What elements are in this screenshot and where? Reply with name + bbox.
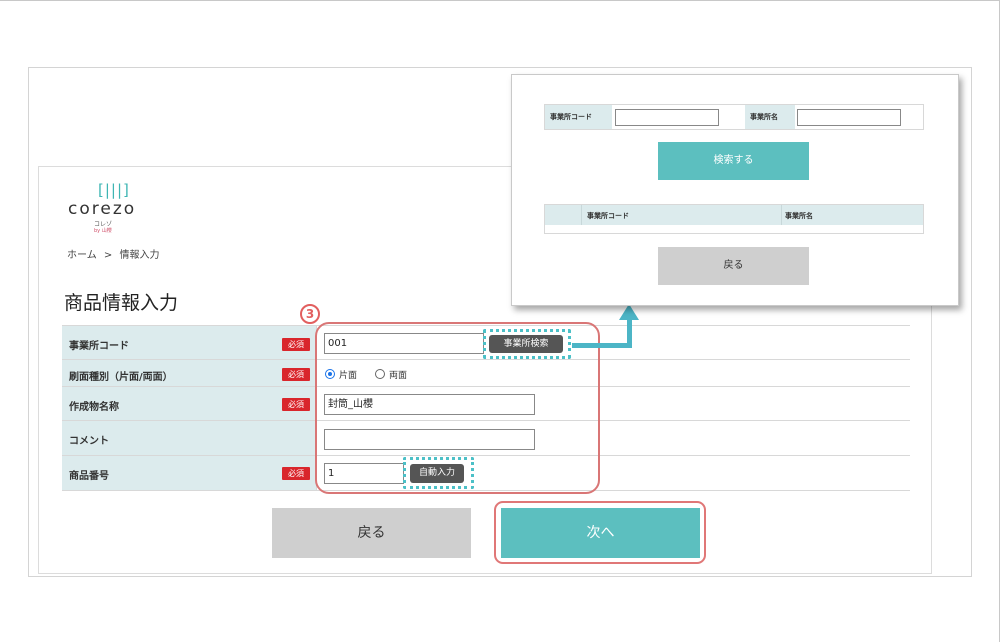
radio-single-side[interactable]: [325, 369, 335, 379]
print-type-label: 刷面種別（片面/両面）: [69, 372, 173, 383]
highlight-input-group: [315, 322, 600, 494]
dialog-office-code-label: 事業所コード: [550, 113, 592, 121]
step-number-badge: 3: [300, 304, 320, 324]
office-code-label: 事業所コード: [69, 341, 129, 352]
highlight-auto-input: [403, 457, 474, 489]
page-title: 商品情報入力: [64, 292, 179, 314]
comment-label: コメント: [69, 436, 109, 447]
radio-single-side-label: 片面: [339, 371, 358, 381]
required-badge: 必須: [282, 398, 310, 411]
form-row-print-type: 刷面種別（片面/両面） 必須 片面 両面: [62, 360, 910, 387]
logo-subtitle: コレゾ: [94, 221, 113, 228]
row-label-cell: [62, 360, 317, 386]
logo-mark-icon: [|||]: [98, 181, 130, 199]
form-row-product-number: 商品番号 必須 1 自動入力: [62, 456, 910, 491]
arrow-connector: [627, 319, 632, 348]
required-badge: 必須: [282, 338, 310, 351]
breadcrumb: ホーム > 情報入力: [67, 246, 163, 261]
row-label-cell: [62, 326, 317, 359]
arrow-up-icon: [619, 304, 639, 320]
office-search-button[interactable]: 事業所検索: [489, 335, 563, 353]
next-button[interactable]: 次へ: [501, 508, 700, 558]
row-label-cell: [62, 421, 317, 455]
dialog-office-name-input[interactable]: [797, 109, 901, 126]
dialog-result-table: 事業所コード 事業所名: [544, 204, 924, 234]
breadcrumb-current: 情報入力: [119, 250, 160, 261]
highlight-office-search: [483, 329, 571, 359]
product-number-label: 商品番号: [69, 471, 109, 482]
dialog-search-row: 事業所コード 事業所名: [544, 104, 924, 130]
highlight-next-button: [494, 501, 706, 564]
product-name-label: 作成物名称: [69, 402, 119, 413]
row-label-cell: [62, 387, 317, 420]
label-cell: [745, 105, 795, 129]
form-row-product-name: 作成物名称 必須 封筒_山櫻: [62, 387, 910, 421]
column-divider: [581, 205, 582, 225]
dialog-back-button[interactable]: 戻る: [658, 247, 809, 285]
label-cell: [545, 105, 612, 129]
required-badge: 必須: [282, 467, 310, 480]
result-col-office-name: 事業所名: [785, 212, 813, 220]
dialog-office-name-label: 事業所名: [750, 113, 778, 121]
dialog-office-code-input[interactable]: [615, 109, 719, 126]
radio-double-side-label: 両面: [389, 371, 408, 381]
form-row-office-code: 事業所コード 必須 001 事業所検索: [62, 325, 910, 360]
logo-by: by 山櫻: [94, 228, 112, 234]
comment-input[interactable]: [324, 429, 535, 450]
product-name-input[interactable]: 封筒_山櫻: [324, 394, 535, 415]
form-row-comment: コメント: [62, 421, 910, 456]
required-badge: 必須: [282, 368, 310, 381]
row-label-cell: [62, 456, 317, 490]
arrow-connector: [572, 343, 632, 348]
corezo-logo[interactable]: [|||] corezo コレゾ by 山櫻: [68, 181, 158, 234]
result-col-office-code: 事業所コード: [587, 212, 629, 220]
office-search-dialog: 事業所コード 事業所名 検索する 事業所コード 事業所名 戻る: [511, 74, 959, 306]
column-divider: [781, 205, 782, 225]
logo-text: corezo: [68, 199, 137, 219]
dialog-search-button[interactable]: 検索する: [658, 142, 809, 180]
breadcrumb-home[interactable]: ホーム: [67, 250, 97, 261]
result-table-header: [545, 205, 923, 225]
auto-input-button[interactable]: 自動入力: [410, 464, 464, 483]
breadcrumb-separator: >: [103, 250, 113, 261]
radio-double-side[interactable]: [375, 369, 385, 379]
back-button[interactable]: 戻る: [272, 508, 471, 558]
